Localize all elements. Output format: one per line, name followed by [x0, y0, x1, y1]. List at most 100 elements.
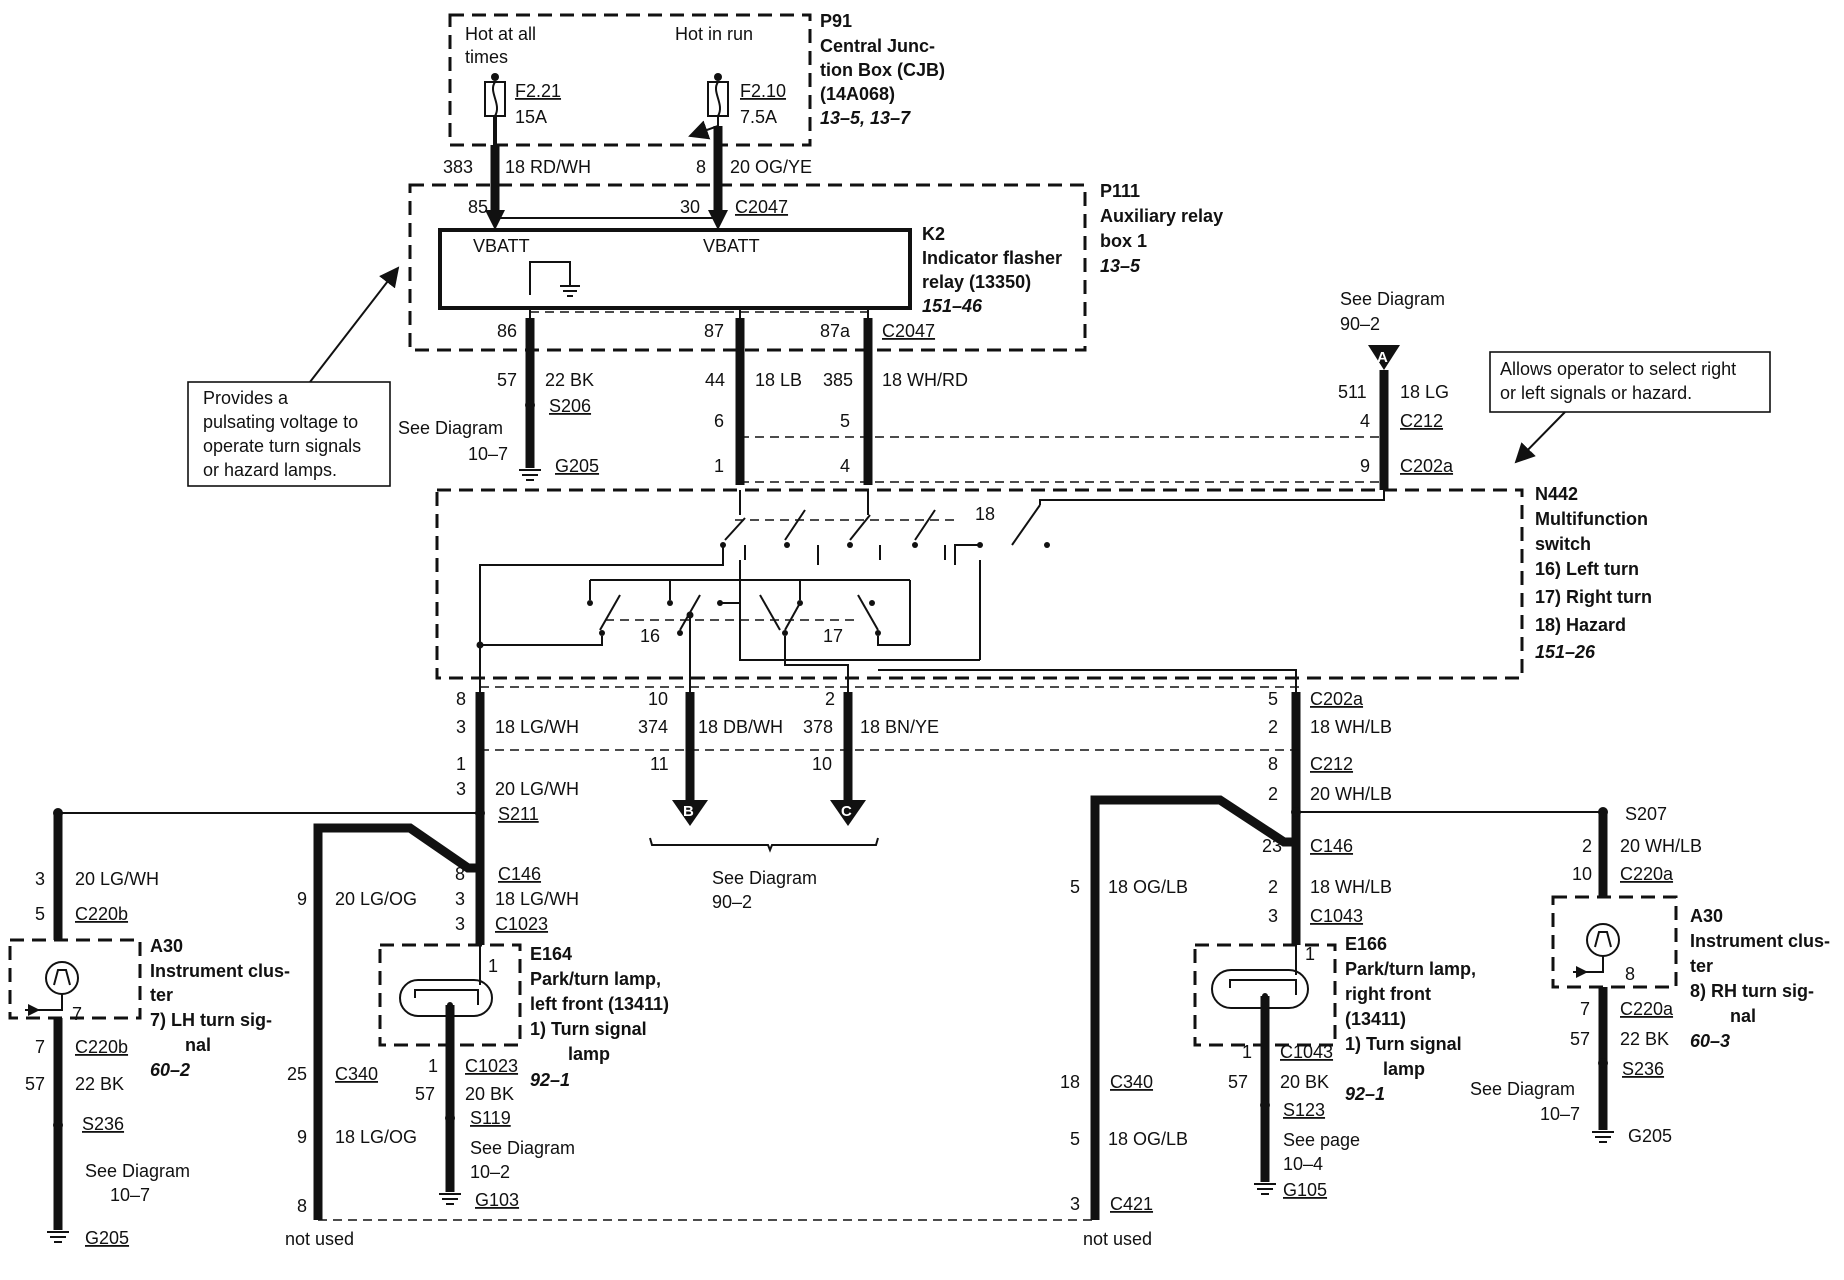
e166-name-3: (13411)	[1345, 1009, 1406, 1029]
rh-pin-3-c1043: 3	[1268, 906, 1278, 926]
wire-5-rh	[1090, 795, 1296, 1220]
n442-name-1: Multifunction	[1535, 509, 1648, 529]
wire-374-spec: 18 DB/WH	[698, 717, 783, 737]
callout-pulse-1: Provides a	[203, 388, 289, 408]
pin-10b: 10	[812, 754, 832, 774]
e166-item-1: 1) Turn signal	[1345, 1034, 1462, 1054]
rh-circuit-5: 5	[1070, 877, 1080, 897]
e166-ground-icon	[1254, 1183, 1276, 1195]
k2-gnd-see-2: 10–7	[468, 444, 508, 464]
pin-6: 6	[714, 411, 724, 431]
e164-pin-1: 1	[428, 1056, 438, 1076]
lh-conn-c1023: C1023	[495, 914, 548, 934]
see-a-1: See Diagram	[1340, 289, 1445, 309]
rh-conn-c220a-bottom: C220a	[1620, 999, 1674, 1019]
lh-circuit-57: 57	[25, 1074, 45, 1094]
wire-9-lh	[313, 823, 480, 1220]
lh-wire-9-spec: 20 LG/OG	[335, 889, 417, 909]
lh-circuit-3c: 3	[455, 889, 465, 909]
rh-see-2: 10–7	[1540, 1104, 1580, 1124]
see-a-2: 90–2	[1340, 314, 1380, 334]
rh-wire-5b-spec: 18 OG/LB	[1108, 1129, 1188, 1149]
rh-circuit-2b: 2	[1582, 836, 1592, 856]
rh-circuit-57: 57	[1570, 1029, 1590, 1049]
lh-cluster-pin: 7	[72, 1004, 82, 1024]
rh-circuit-5b: 5	[1070, 1129, 1080, 1149]
k2-name-2: relay (13350)	[922, 272, 1031, 292]
pin-5-right: 5	[1268, 689, 1278, 709]
p111-ref: 13–5	[1100, 256, 1141, 276]
rh-wire-2-spec: 18 WH/LB	[1310, 877, 1392, 897]
n442-ref: 151–26	[1535, 642, 1596, 662]
e166-item-2: lamp	[1383, 1059, 1425, 1079]
k2-vbatt-1: VBATT	[473, 236, 530, 256]
e164-see-2: 10–2	[470, 1162, 510, 1182]
lh-conn-c220b: C220b	[75, 904, 128, 924]
rh-ground-g205: G205	[1628, 1126, 1672, 1146]
rh-splice-s207: S207	[1625, 804, 1667, 824]
e164-splice-s119: S119	[470, 1108, 511, 1128]
lh-conn-c220b-bottom: C220b	[75, 1037, 128, 1057]
p91-hot-all-1: Hot at all	[465, 24, 536, 44]
splice-s206: S206	[549, 396, 591, 416]
e166-name-2: right front	[1345, 984, 1431, 1004]
conn-c212-bottom: C212	[1310, 754, 1353, 774]
callout-pulsating	[187, 381, 391, 487]
rh-not-used: not used	[1083, 1229, 1152, 1249]
rh-conn-c146: C146	[1310, 836, 1353, 856]
lh-wire-3c-spec: 18 LG/WH	[495, 889, 579, 909]
lh-pin-8-c146: 8	[455, 864, 465, 884]
pin-8-right: 8	[1268, 754, 1278, 774]
fuse-f221-rating: 15A	[515, 107, 547, 127]
e166-ground-g105: G105	[1283, 1180, 1327, 1200]
p91-ref: 13–5, 13–7	[820, 108, 911, 128]
pin-1-left: 1	[456, 754, 466, 774]
p91-id: P91	[820, 11, 852, 31]
e164-see-1: See Diagram	[470, 1138, 575, 1158]
a30-lh-ref: 60–2	[150, 1060, 190, 1080]
circuit-511: 511	[1338, 382, 1367, 402]
conn-c202a-top: C202a	[1400, 456, 1454, 476]
conn-c202a-bottom: C202a	[1310, 689, 1364, 709]
e164-name-1: Park/turn lamp,	[530, 969, 661, 989]
e164-item-1: 1) Turn signal	[530, 1019, 647, 1039]
e166-ref: 92–1	[1345, 1084, 1385, 1104]
rh-conn-c421: C421	[1110, 1194, 1153, 1214]
pin-10: 10	[648, 689, 668, 709]
callout-allows	[1489, 351, 1771, 413]
e164-item-2: lamp	[568, 1044, 610, 1064]
pin-4b: 4	[1360, 411, 1370, 431]
e164-id: E164	[530, 944, 572, 964]
callout-allows-1: Allows operator to select right	[1500, 359, 1736, 379]
switch-17-label: 17	[823, 626, 843, 646]
wire-2b-right-spec: 20 WH/LB	[1310, 784, 1392, 804]
pin-2: 2	[825, 689, 835, 709]
p111-pin85: 85	[468, 197, 488, 217]
rh-circuit-2: 2	[1268, 877, 1278, 897]
circuit-44: 44	[705, 370, 725, 390]
e164-name-2: left front (13411)	[530, 994, 669, 1014]
connector-c-icon	[830, 800, 866, 826]
p91-name-1: Central Junc-	[820, 36, 935, 56]
lh-pin-7: 7	[35, 1037, 45, 1057]
n442-id: N442	[1535, 484, 1578, 504]
a30-lh-name-1: Instrument clus-	[150, 961, 290, 981]
a30-rh-ref: 60–3	[1690, 1031, 1730, 1051]
p111-pin87a: 87a	[820, 321, 851, 341]
connector-a-label: A	[1377, 349, 1388, 366]
connector-a-icon	[1368, 345, 1400, 370]
circuit-8: 8	[696, 157, 706, 177]
callout-pulse-2: pulsating voltage to	[203, 412, 358, 432]
p111-name-2: box 1	[1100, 231, 1147, 251]
lh-circuit-9: 9	[297, 889, 307, 909]
a30-rh-name-1: Instrument clus-	[1690, 931, 1830, 951]
lh-pin-8-bottom: 8	[297, 1196, 307, 1216]
a30-rh-item-1: 8) RH turn sig-	[1690, 981, 1814, 1001]
p111-box	[408, 183, 1087, 352]
e166-see-1: See page	[1283, 1130, 1360, 1150]
p91-hot-run: Hot in run	[675, 24, 753, 44]
k2-gnd-see-1: See Diagram	[398, 418, 503, 438]
a30-rh-box	[1551, 895, 1678, 989]
circuit-374: 374	[638, 717, 668, 737]
